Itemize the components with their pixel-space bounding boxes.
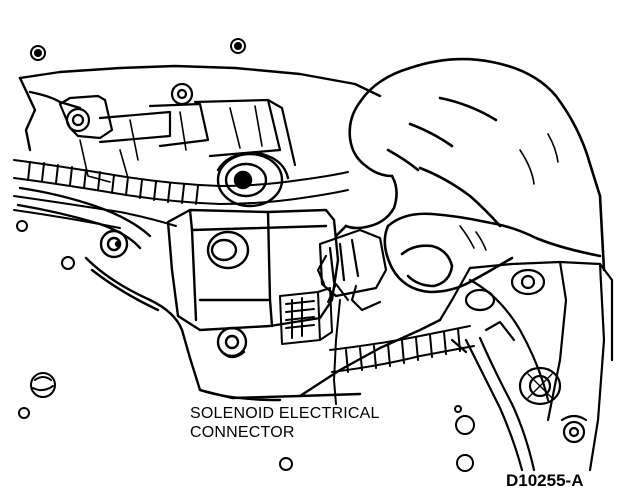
hand-illustration (334, 57, 606, 294)
wiring-harness (13, 159, 475, 373)
solenoid-connector-callout: SOLENOID ELECTRICAL CONNECTOR (190, 404, 380, 442)
valve-body-housing (16, 64, 442, 402)
figure-id: D10255-A (506, 471, 584, 490)
loose-bolts (16, 38, 475, 472)
right-side-components (438, 260, 614, 472)
callout-line-2: CONNECTOR (190, 424, 295, 441)
upper-bracket (58, 82, 297, 183)
solenoid-electrical-connector (316, 228, 388, 312)
connector-socket (279, 287, 333, 345)
callout-line-1: SOLENOID ELECTRICAL (190, 405, 380, 422)
round-cap (216, 152, 290, 208)
solenoid-block (99, 208, 340, 359)
callout-leader (327, 283, 349, 405)
